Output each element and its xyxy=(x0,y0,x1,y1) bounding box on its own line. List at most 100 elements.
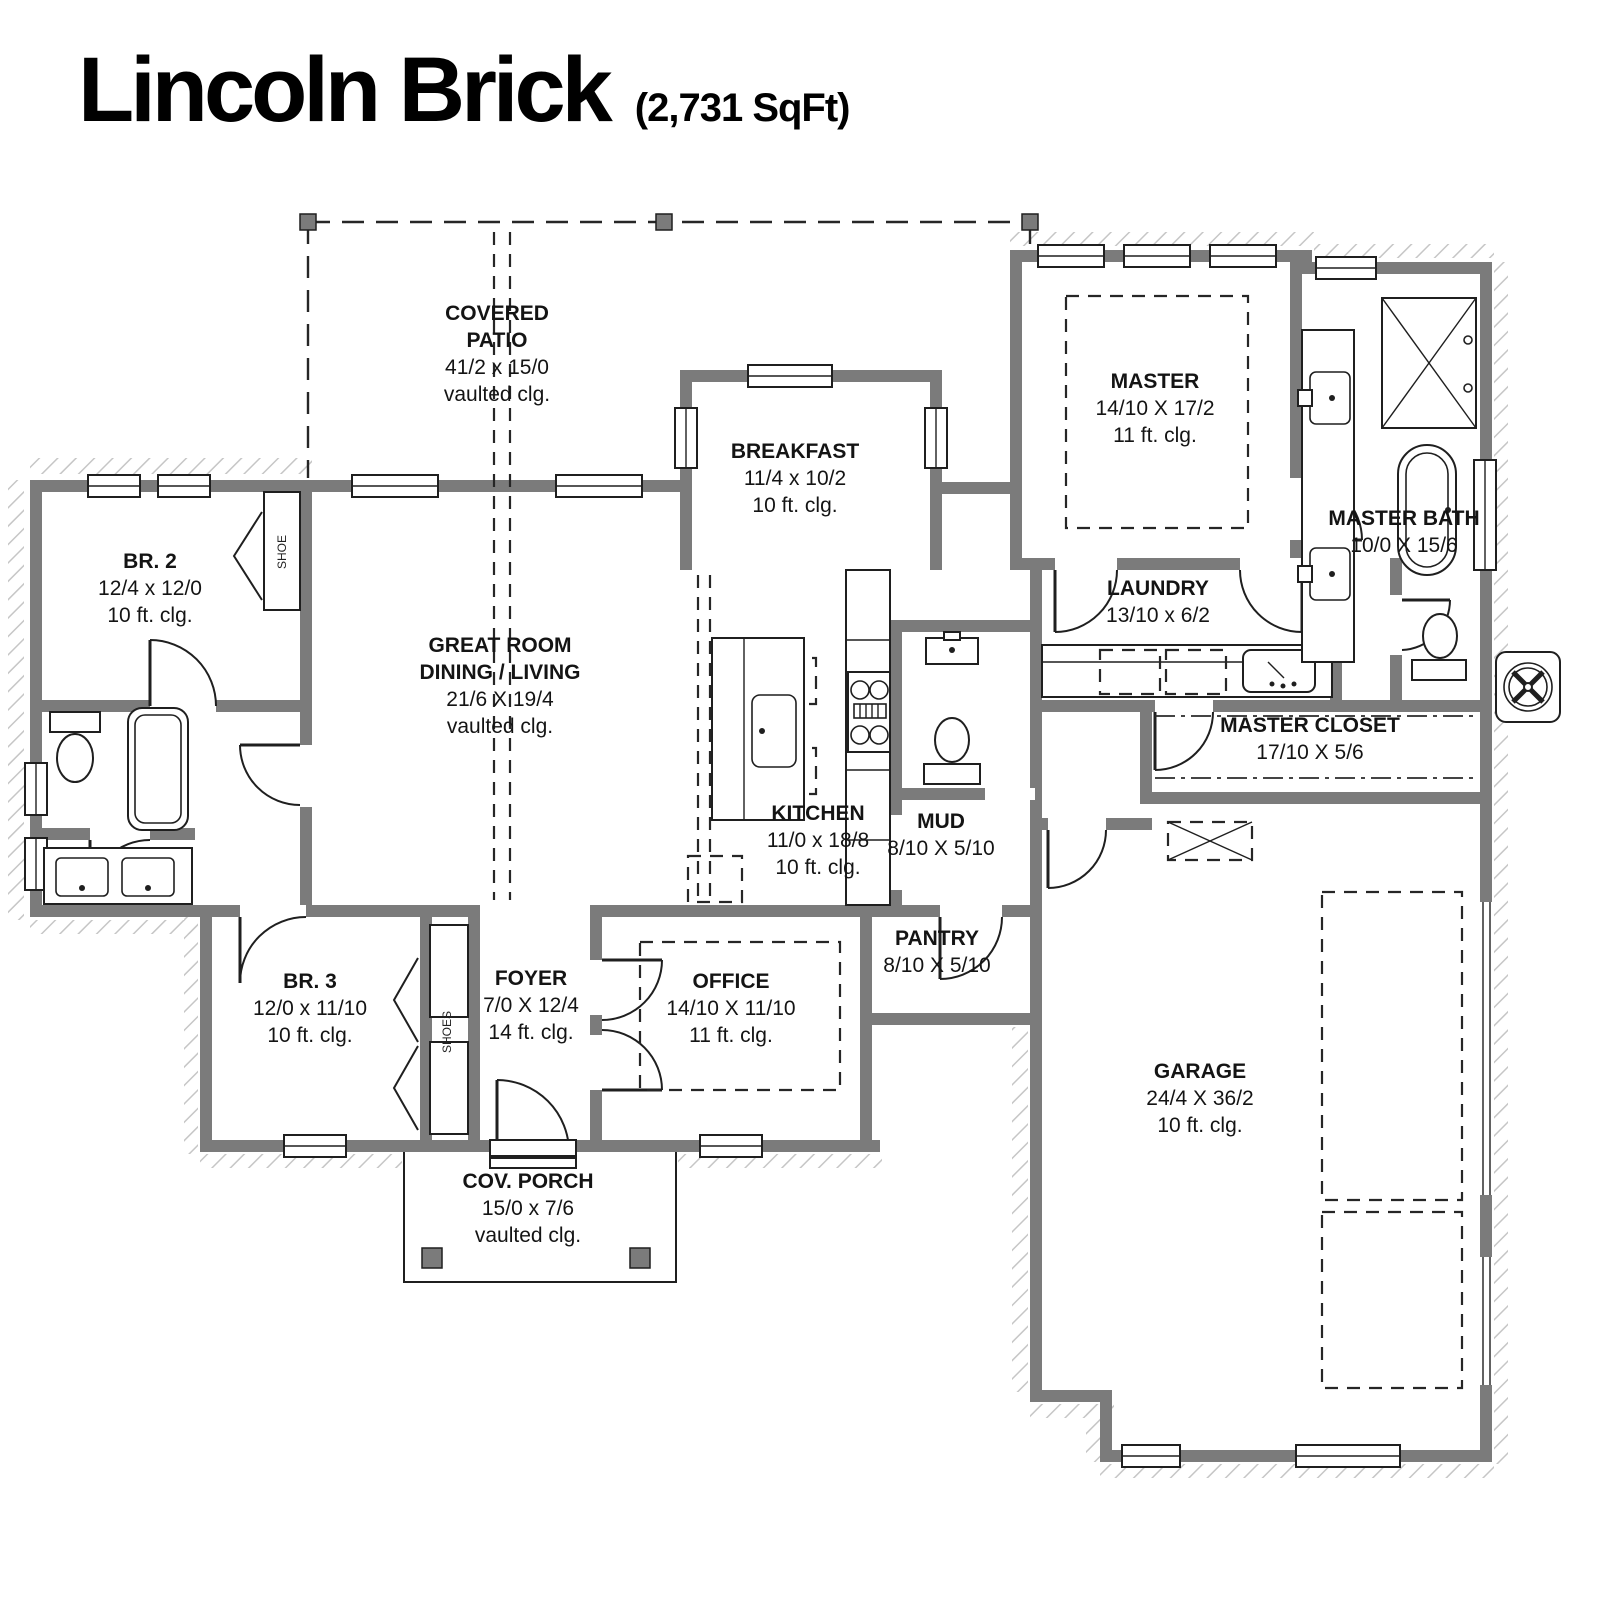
bathtub-icon xyxy=(127,707,189,831)
door-arc xyxy=(601,958,663,1021)
room-dims: 7/0 X 12/4 xyxy=(483,994,579,1017)
condenser-fan-icon xyxy=(1495,651,1561,723)
room-dims: 13/10 x 6/2 xyxy=(1106,604,1210,627)
room-ceiling: 10 ft. clg. xyxy=(267,1024,353,1047)
room-label-master: MASTER 14/10 X 17/2 11 ft. clg. xyxy=(1095,368,1214,449)
room-dims: 14/10 X 11/10 xyxy=(666,997,796,1020)
door-arc xyxy=(239,743,301,806)
room-name: PANTRY xyxy=(894,927,979,950)
room-name: GARAGE xyxy=(1153,1060,1247,1083)
exterior-hatching xyxy=(8,232,1508,1478)
double-vanity-icon xyxy=(43,847,193,905)
master-closet-rods xyxy=(1155,715,1478,779)
sink-icon xyxy=(1297,371,1351,425)
room-name: BR. 3 xyxy=(283,970,337,993)
laundry-sink-icon xyxy=(1242,649,1316,693)
room-dims: 8/10 X 5/10 xyxy=(883,954,991,977)
covered-patio-outline xyxy=(299,213,1039,478)
window xyxy=(1209,244,1277,268)
bifold-door-icon xyxy=(392,957,419,1043)
walls xyxy=(30,250,1492,1462)
door-arc xyxy=(1053,569,1118,633)
room-name: PATIO xyxy=(466,329,528,352)
room-ceiling: 10 ft. clg. xyxy=(752,494,838,517)
sink-icon xyxy=(55,857,109,897)
laundry-fixtures xyxy=(1041,644,1333,698)
room-name: DINING / LIVING xyxy=(419,661,581,684)
room-dims: 12/4 x 12/0 xyxy=(98,577,202,600)
garage-door-panels xyxy=(1482,902,1491,1385)
window xyxy=(699,1134,763,1158)
room-dims: 12/0 x 11/10 xyxy=(252,997,368,1020)
window xyxy=(1315,256,1377,280)
room-name: FOYER xyxy=(494,967,568,990)
front-stoop xyxy=(489,1139,577,1169)
room-label-laundry: LAUNDRY 13/10 x 6/2 xyxy=(1106,575,1210,629)
sink-icon xyxy=(751,694,797,768)
garage-bay-outline xyxy=(1320,1210,1464,1390)
window xyxy=(1037,244,1105,268)
sink-icon xyxy=(121,857,175,897)
room-name: MASTER xyxy=(1110,370,1200,393)
shoe-closet-label: SHOE xyxy=(275,535,289,569)
kitchen-fixtures xyxy=(711,569,891,906)
room-label-foyer: FOYER 7/0 X 12/4 14 ft. clg. xyxy=(483,965,579,1046)
sink-icon xyxy=(925,631,979,665)
room-dims: 11/4 x 10/2 xyxy=(743,467,847,490)
room-name: COVERED xyxy=(445,302,549,325)
bifold-doors xyxy=(232,511,419,1131)
room-name: OFFICE xyxy=(692,970,770,993)
room-label-office: OFFICE 14/10 X 11/10 11 ft. clg. xyxy=(666,968,795,1049)
room-name: GREAT ROOM xyxy=(428,634,572,657)
patio-post xyxy=(299,213,317,231)
door-arc xyxy=(938,916,1003,980)
room-label-covered-patio: COVERED PATIO 41/2 x 15/0 vaulted clg. xyxy=(444,300,550,408)
room-ceiling: 14 ft. clg. xyxy=(488,1021,574,1044)
room-ceiling: vaulted clg. xyxy=(474,1224,582,1247)
shared-bath-fixtures xyxy=(43,707,193,905)
room-dims: 14/10 X 17/2 xyxy=(1095,397,1215,420)
porch-post xyxy=(629,1247,651,1269)
door-arc xyxy=(238,916,307,984)
window xyxy=(1473,459,1497,571)
room-dims: 11/0 x 18/8 xyxy=(766,829,870,852)
room-dims: 10/0 X 15/6 xyxy=(1350,534,1458,557)
window xyxy=(1123,244,1191,268)
room-ceiling: 10 ft. clg. xyxy=(1157,1114,1243,1137)
washer-dryer-icon xyxy=(1098,648,1162,696)
room-label-great-room: GREAT ROOM DINING / LIVING 21/6 X 19/4 v… xyxy=(419,632,580,740)
room-dims: 24/4 X 36/2 xyxy=(1146,1087,1254,1110)
window xyxy=(283,1134,347,1158)
room-dims: 21/6 X 19/4 xyxy=(446,688,554,711)
master-ceiling-tray xyxy=(1064,294,1250,530)
washer-dryer-icon xyxy=(1164,648,1228,696)
covered-porch-outline xyxy=(403,1152,677,1283)
window xyxy=(747,364,833,388)
room-dims: 17/10 X 5/6 xyxy=(1256,741,1364,764)
room-name: BR. 2 xyxy=(123,550,177,573)
sink-icon xyxy=(1297,547,1351,601)
patio-post xyxy=(1021,213,1039,231)
toilet-icon xyxy=(923,717,981,785)
room-label-garage: GARAGE 24/4 X 36/2 10 ft. clg. xyxy=(1146,1058,1253,1139)
room-label-breakfast: BREAKFAST 11/4 x 10/2 10 ft. clg. xyxy=(731,438,859,519)
master-bath-fixtures xyxy=(1297,297,1477,681)
kitchen-cabinet-dashed xyxy=(686,854,744,904)
room-ceiling: vaulted clg. xyxy=(443,383,551,406)
door-arc xyxy=(1046,829,1107,889)
cooktop-icon xyxy=(847,671,891,753)
room-ceiling: 10 ft. clg. xyxy=(107,604,193,627)
garage-bay-outline xyxy=(1320,890,1464,1202)
window xyxy=(555,474,643,498)
window xyxy=(24,762,48,816)
patio-post xyxy=(655,213,673,231)
room-label-cov-porch: COV. PORCH 15/0 x 7/6 vaulted clg. xyxy=(462,1168,593,1249)
window xyxy=(674,407,698,469)
door-arc xyxy=(1239,569,1304,633)
room-name: MASTER BATH xyxy=(1328,507,1480,530)
room-ceiling: 11 ft. clg. xyxy=(689,1024,773,1047)
room-label-pantry: PANTRY 8/10 X 5/10 xyxy=(883,925,990,979)
window xyxy=(1121,1444,1181,1468)
